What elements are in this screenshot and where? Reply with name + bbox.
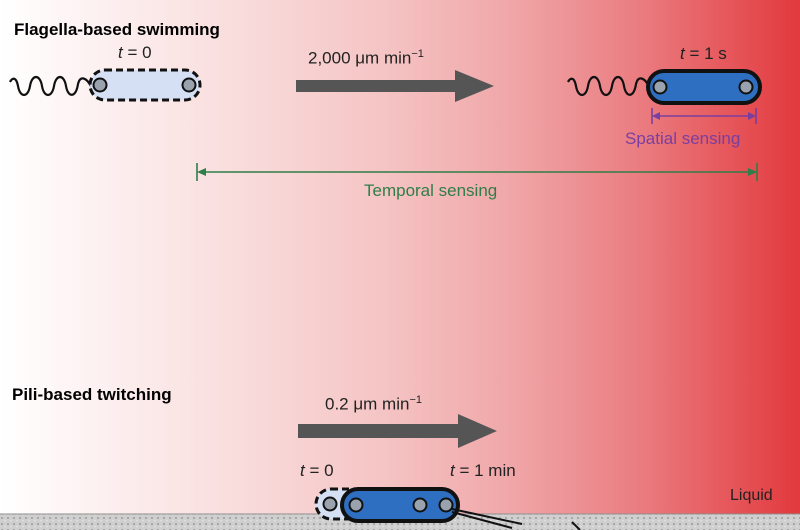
time-value: = 1 s	[684, 44, 727, 63]
swimming-cell-end	[567, 69, 762, 105]
swimming-cell-start	[9, 68, 202, 102]
swim-end-time-label: t = 1 s	[680, 44, 727, 64]
twitch-speed-arrow	[298, 414, 497, 448]
time-value: = 0	[304, 461, 334, 480]
time-variable: t	[300, 461, 305, 480]
swim-speed-label: 2,000 μm min−1	[308, 48, 424, 69]
flagellum-end	[567, 75, 651, 97]
twitch-start-time-label: t = 0	[300, 461, 334, 481]
liquid-label: Liquid	[730, 487, 773, 504]
spatial-sensing-label: Spatial sensing	[625, 129, 741, 148]
time-variable: t	[450, 461, 455, 480]
temporal-sensing-label: Temporal sensing	[364, 181, 498, 200]
swim-speed-arrow	[296, 70, 494, 102]
time-value: = 1 min	[454, 461, 516, 480]
time-variable: t	[118, 43, 123, 62]
twitch-speed-label: 0.2 μm min−1	[325, 394, 422, 415]
speed-exponent: −1	[411, 48, 424, 60]
pilus	[571, 521, 581, 530]
spatial-sensing-bracket	[651, 108, 757, 124]
twitching-cell-end	[340, 487, 581, 530]
pilus	[451, 511, 513, 529]
time-variable: t	[680, 44, 685, 63]
speed-value: 2,000 μm min	[308, 48, 412, 68]
pilus	[451, 508, 523, 525]
swim-start-time-label: t = 0	[118, 43, 152, 63]
speed-exponent: −1	[409, 394, 422, 406]
pili-section-title: Pili-based twitching	[12, 385, 172, 404]
speed-value: 0.2 μm min	[325, 394, 410, 414]
flagella-section-title: Flagella-based swimming	[14, 20, 220, 39]
twitch-end-time-label: t = 1 min	[450, 461, 516, 481]
time-value: = 0	[122, 43, 152, 62]
flagellum-start	[9, 75, 93, 97]
temporal-sensing-bracket	[196, 163, 758, 181]
